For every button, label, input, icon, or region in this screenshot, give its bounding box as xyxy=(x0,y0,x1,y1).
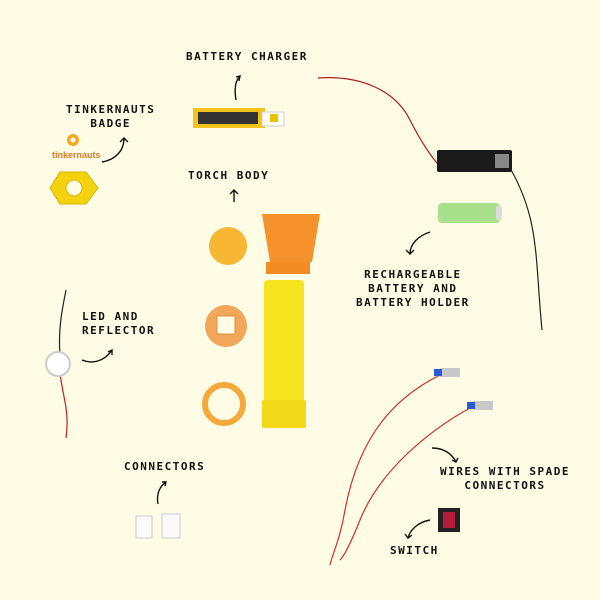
arrow-badge xyxy=(101,137,125,163)
hex-badge-image xyxy=(49,171,99,205)
tinkernauts-logo-icon xyxy=(67,134,79,146)
battery-charger-image xyxy=(193,108,285,128)
spade-wires-label: WIRES WITH SPADE CONNECTORS xyxy=(440,465,570,492)
torch-body-image xyxy=(202,214,320,428)
pointer-arrows xyxy=(81,75,459,539)
rechargeable-battery-label: RECHARGEABLE BATTERY AND BATTERY HOLDER xyxy=(356,268,470,309)
charger-wire xyxy=(317,77,443,169)
holder-black-wire xyxy=(509,167,543,331)
arrow-led xyxy=(81,349,113,363)
torch-body-label: TORCH BODY xyxy=(188,169,270,182)
led-reflector-label: LED AND REFLECTOR xyxy=(82,310,156,337)
switch-image xyxy=(438,508,460,532)
connectors-label: CONNECTORS xyxy=(124,460,206,473)
connectors-image xyxy=(135,513,181,539)
rechargeable-battery-image xyxy=(438,203,502,223)
tinkernauts-badge-label: TINKERNAUTS BADGE xyxy=(66,103,156,130)
battery-holder-image xyxy=(437,150,512,172)
led-reflector-image xyxy=(45,289,71,439)
tinkernauts-logo-text: tinkernauts xyxy=(52,150,101,160)
arrow-connectors xyxy=(156,481,167,505)
battery-charger-label: BATTERY CHARGER xyxy=(186,50,308,63)
arrow-switch xyxy=(407,519,431,539)
spade-wires-image xyxy=(329,368,493,566)
arrow-wires xyxy=(431,447,457,463)
arrow-battery xyxy=(409,231,431,255)
switch-label: SWITCH xyxy=(390,544,439,557)
